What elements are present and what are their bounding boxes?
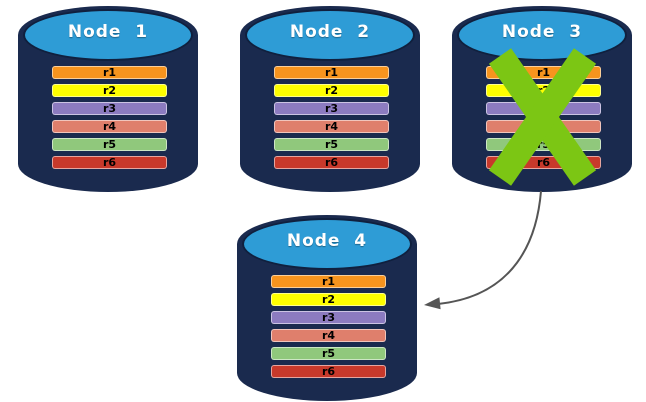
node-4-replica-r1: r1: [271, 275, 386, 288]
node-2-replicas: r1 r2 r3 r4 r5 r6: [274, 66, 389, 169]
node-1-top-face: [23, 9, 193, 61]
node-1-cylinder: Node 1 r1 r2 r3 r4 r5 r6: [18, 6, 198, 192]
node-4-replica-r5: r5: [271, 347, 386, 360]
node-4-label: Node 4: [286, 231, 368, 251]
node-4-cylinder: Node 4 r1 r2 r3 r4 r5 r6: [237, 215, 417, 401]
node-1-label: Node 1: [67, 22, 149, 42]
node-1-replica-r3: r3: [52, 102, 167, 115]
node-4-replica-r2: r2: [271, 293, 386, 306]
node-2-top-face: [245, 9, 415, 61]
node-2-replica-r3: r3: [274, 102, 389, 115]
node-1-replica-r4: r4: [52, 120, 167, 133]
node-1-replicas: r1 r2 r3 r4 r5 r6: [52, 66, 167, 169]
node-1-replica-r2: r2: [52, 84, 167, 97]
node-3-replica-r4: r4: [486, 120, 601, 133]
node-4-replica-r4: r4: [271, 329, 386, 342]
replication-arrow: [437, 190, 542, 305]
node-2-replica-r6: r6: [274, 156, 389, 169]
node-1-replica-r1: r1: [52, 66, 167, 79]
node-2-cylinder: Node 2 r1 r2 r3 r4 r5 r6: [240, 6, 420, 192]
node-4-replicas: r1 r2 r3 r4 r5 r6: [271, 275, 386, 378]
node-4-replica-r6: r6: [271, 365, 386, 378]
node-3-replica-r1: r1: [486, 66, 601, 79]
node-4-top-face: [242, 218, 412, 270]
node-2-label: Node 2: [289, 22, 371, 42]
node-1-replica-r5: r5: [52, 138, 167, 151]
node-3-replica-r6: r6: [486, 156, 601, 169]
replication-arrow-head-icon: [424, 297, 441, 310]
node-1-replica-r6: r6: [52, 156, 167, 169]
node-3-cylinder: Node 3 r1 r2 r3 r4 r5 r6: [452, 6, 632, 192]
node-2-replica-r1: r1: [274, 66, 389, 79]
node-3-replica-r2: r2: [486, 84, 601, 97]
node-2-replica-r2: r2: [274, 84, 389, 97]
node-3-replica-r3: r3: [486, 102, 601, 115]
node-3-label: Node 3: [501, 22, 583, 42]
node-3-replica-r5: r5: [486, 138, 601, 151]
node-2-replica-r4: r4: [274, 120, 389, 133]
node-2-replica-r5: r5: [274, 138, 389, 151]
node-3-replicas: r1 r2 r3 r4 r5 r6: [486, 66, 601, 169]
node-4-replica-r3: r3: [271, 311, 386, 324]
